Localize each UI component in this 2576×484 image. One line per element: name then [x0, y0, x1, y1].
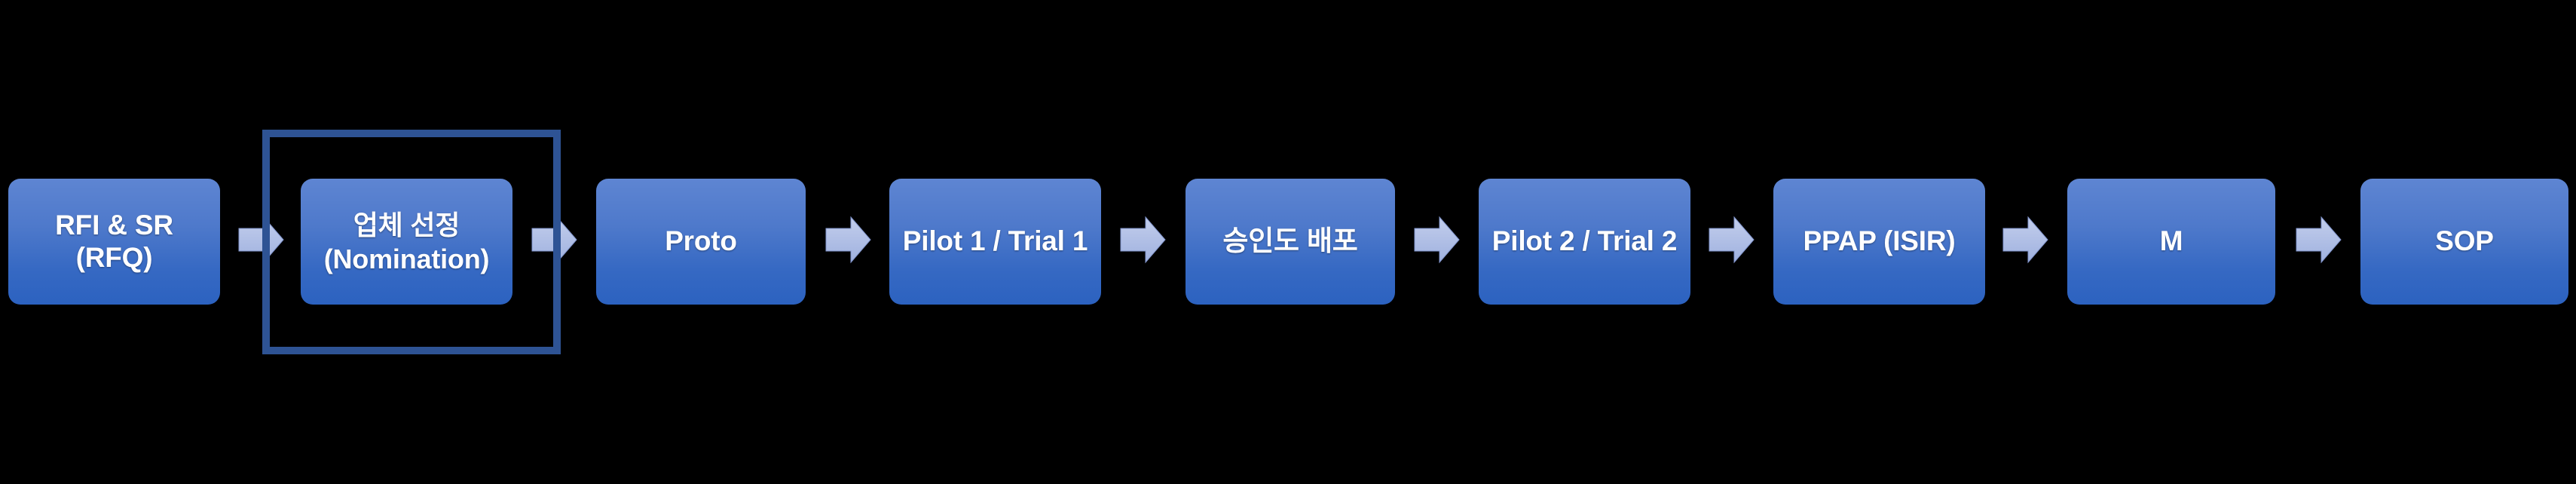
- process-step-label: Proto: [665, 225, 737, 257]
- arrow-right-icon: [1709, 216, 1755, 264]
- arrow-right-icon: [2002, 216, 2048, 264]
- process-step-pilot-1-trial-1[interactable]: Pilot 1 / Trial 1: [889, 179, 1101, 305]
- arrow-right-icon: [2296, 216, 2342, 264]
- arrow-right-glyph: [1414, 216, 1460, 264]
- arrow-right-glyph: [825, 216, 871, 264]
- arrow-right-icon: [1120, 216, 1166, 264]
- process-step-label: Pilot 1 / Trial 1: [902, 225, 1088, 257]
- process-step-pilot-2-trial-2[interactable]: Pilot 2 / Trial 2: [1479, 179, 1690, 305]
- process-step-label: 업체 선정 (Nomination): [323, 209, 490, 274]
- arrow-right-glyph: [2296, 216, 2342, 264]
- arrow-right-glyph: [1709, 216, 1755, 264]
- highlight-frame-nomination[interactable]: [262, 130, 561, 354]
- process-step-sop[interactable]: SOP: [2360, 179, 2568, 305]
- process-step-label: 승인도 배포: [1222, 225, 1358, 257]
- process-step-ppap-isir[interactable]: PPAP (ISIR): [1773, 179, 1985, 305]
- arrow-right-icon: [1414, 216, 1460, 264]
- process-step-label: M: [2159, 225, 2183, 257]
- process-step-label: Pilot 2 / Trial 2: [1491, 225, 1678, 257]
- process-step-label: SOP: [2435, 225, 2494, 257]
- arrow-right-glyph: [2002, 216, 2048, 264]
- process-step-nomination[interactable]: 업체 선정 (Nomination): [301, 179, 512, 305]
- process-step-m[interactable]: M: [2067, 179, 2275, 305]
- process-step-label: RFI & SR (RFQ): [55, 209, 173, 273]
- process-step-rfi-sr-rfq[interactable]: RFI & SR (RFQ): [8, 179, 220, 305]
- process-step-approval-drawing[interactable]: 승인도 배포: [1186, 179, 1395, 305]
- process-step-proto[interactable]: Proto: [596, 179, 806, 305]
- arrow-right-icon: [825, 216, 871, 264]
- process-step-label: PPAP (ISIR): [1803, 225, 1956, 257]
- arrow-right-glyph: [1120, 216, 1166, 264]
